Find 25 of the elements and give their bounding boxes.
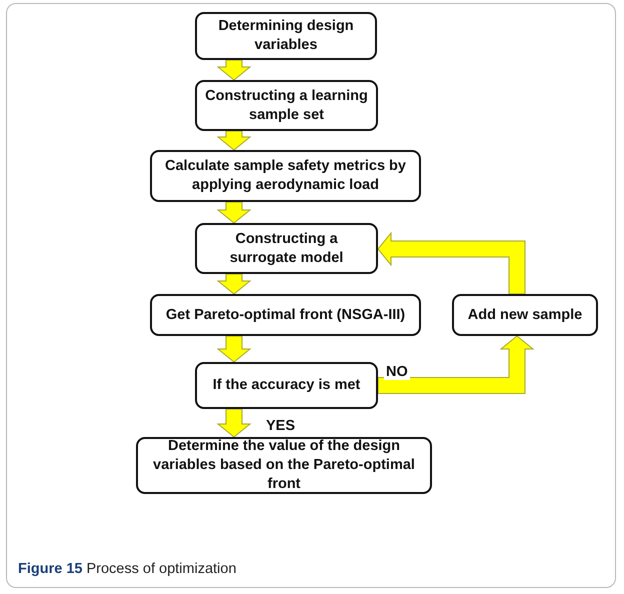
box-text: Add new sample [468,306,582,324]
box-text: If the accuracy is met [212,376,360,395]
block-arrow [216,336,252,363]
box-text: Determining design variables [217,17,355,55]
process-box [452,294,598,336]
process-box [150,294,421,336]
box-text: Constructing a learning sample set [205,86,368,124]
block-arrow [216,202,252,224]
block-arrow [216,130,252,151]
block-arrow [216,60,252,81]
block-arrow [216,274,252,295]
block-arrow [377,232,526,294]
box-text: Calculate sample safety metrics by applying aerodynamic load [164,157,407,195]
box-text: Get Pareto-optimal front (NSGA-III) [166,306,406,324]
box-text: Determine the value of the design variables based on the Pareto-optimal front [152,437,416,494]
block-arrow [378,335,534,394]
block-arrow [216,408,252,438]
box-text: Constructing a surrogate model [228,230,344,268]
edge-label: NO [384,364,410,380]
process-box [195,80,378,131]
process-box [195,362,378,409]
process-box [195,223,378,274]
process-box [150,150,421,202]
figure-caption: Figure 15 Process of optimization [18,561,236,577]
process-box [195,12,377,60]
